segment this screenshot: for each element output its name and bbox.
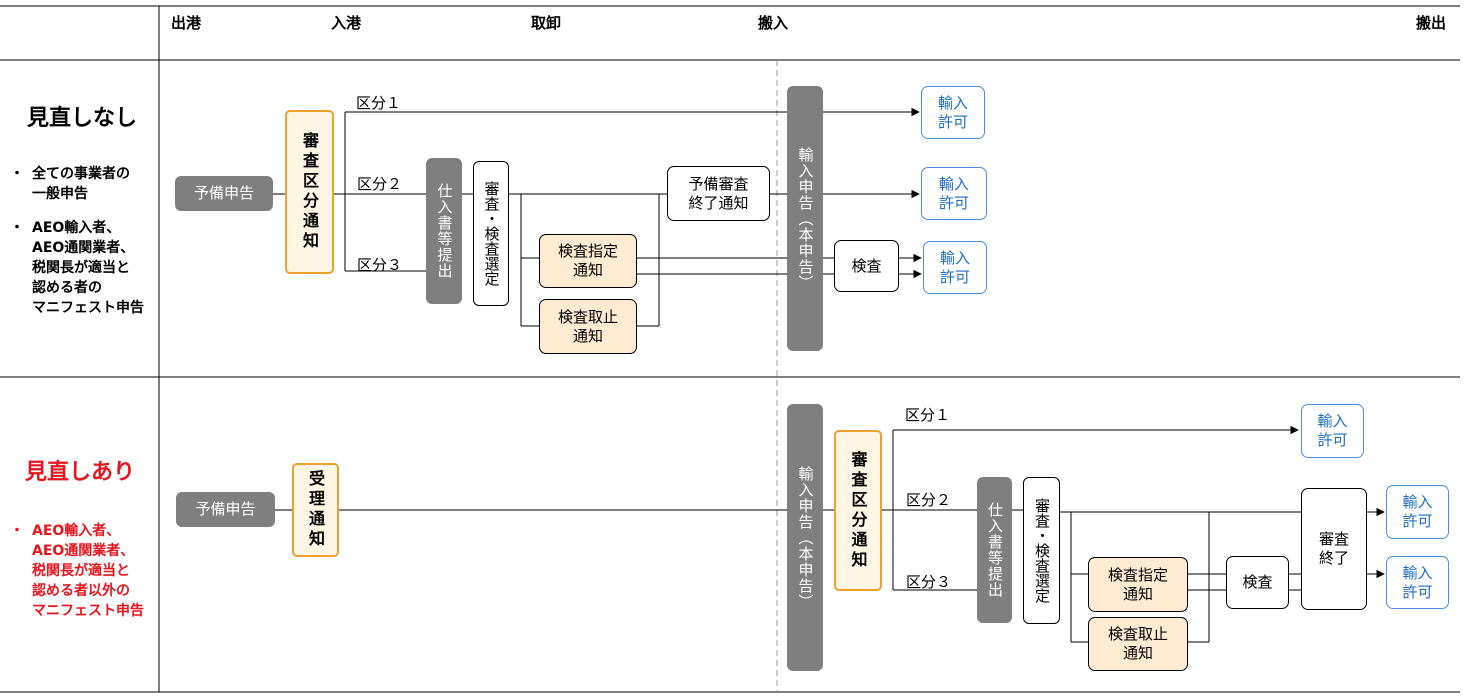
bullet-text: AEO輸入者、 AEO通関業者、 税関長が適当と 認める者以外の マニフェスト申… (32, 523, 144, 619)
screening-notice-box: 審査区分通知 (834, 430, 882, 591)
category-3-label: 区分３ (357, 256, 403, 274)
category-3-label: 区分３ (906, 573, 952, 591)
import-permit-box: 輸入 許可 (1386, 556, 1449, 609)
bullet-text: 全ての事業者の 一般申告 (32, 166, 130, 202)
bullet-item: ・AEO輸入者、 AEO通関業者、 税関長が適当と 認める者以外の マニフェスト… (10, 523, 144, 619)
import-permit-box: 輸入 許可 (923, 241, 987, 294)
category-1-label: 区分１ (905, 406, 951, 424)
import-permit-box: 輸入 許可 (921, 167, 987, 220)
row-before-title: 見直しなし (27, 106, 138, 131)
import-declaration-box: 輸入申告（本申告） (787, 86, 823, 351)
inspection-designated-box: 検査指定 通知 (539, 234, 637, 288)
pre-declaration-box: 予備申告 (176, 492, 275, 527)
phase-arrival: 入港 (331, 14, 362, 32)
row-before-bullets: ・全ての事業者の 一般申告 ・AEO輸入者、 AEO通関業者、 税関長が適当と … (8, 164, 158, 332)
import-permit-box: 輸入 許可 (921, 86, 985, 139)
receipt-notice-box: 受理通知 (292, 463, 339, 557)
row-after-bullets: ・AEO輸入者、 AEO通関業者、 税関長が適当と 認める者以外の マニフェスト… (8, 521, 158, 635)
bullet-item: ・AEO輸入者、 AEO通関業者、 税関長が適当と 認める者の マニフェスト申告 (10, 220, 144, 316)
inspection-box: 検査 (834, 240, 899, 292)
inspection-box: 検査 (1226, 556, 1289, 609)
submit-docs-box: 仕入書等提出 (977, 477, 1012, 623)
category-2-label: 区分２ (906, 491, 952, 509)
phase-departure: 出港 (171, 14, 202, 32)
phase-bring-in: 搬入 (758, 14, 789, 32)
inspection-cancelled-box: 検査取止 通知 (539, 299, 637, 354)
phase-unloading: 取卸 (531, 14, 562, 32)
category-2-label: 区分２ (357, 175, 403, 193)
prelim-review-done-box: 予備審査 終了通知 (667, 166, 770, 221)
import-declaration-box: 輸入申告（本申告） (787, 404, 823, 671)
review-select-box: 審査・検査選定 (1023, 477, 1060, 624)
submit-docs-box: 仕入書等提出 (426, 158, 462, 304)
inspection-cancelled-box: 検査取止 通知 (1088, 617, 1188, 671)
phase-bring-out: 搬出 (1416, 14, 1447, 32)
bullet-item: ・全ての事業者の 一般申告 (10, 166, 130, 202)
bullet-text: AEO輸入者、 AEO通関業者、 税関長が適当と 認める者の マニフェスト申告 (32, 220, 144, 316)
import-permit-box: 輸入 許可 (1301, 404, 1364, 458)
review-select-box: 審査・検査選定 (473, 161, 509, 306)
row-after-title: 見直しあり (25, 460, 136, 485)
pre-declaration-box: 予備申告 (175, 176, 273, 211)
import-permit-box: 輸入 許可 (1386, 485, 1449, 539)
inspection-designated-box: 検査指定 通知 (1088, 557, 1188, 612)
review-done-box: 審査 終了 (1301, 488, 1367, 610)
category-1-label: 区分１ (356, 94, 402, 112)
screening-notice-box: 審査区分通知 (285, 110, 334, 274)
